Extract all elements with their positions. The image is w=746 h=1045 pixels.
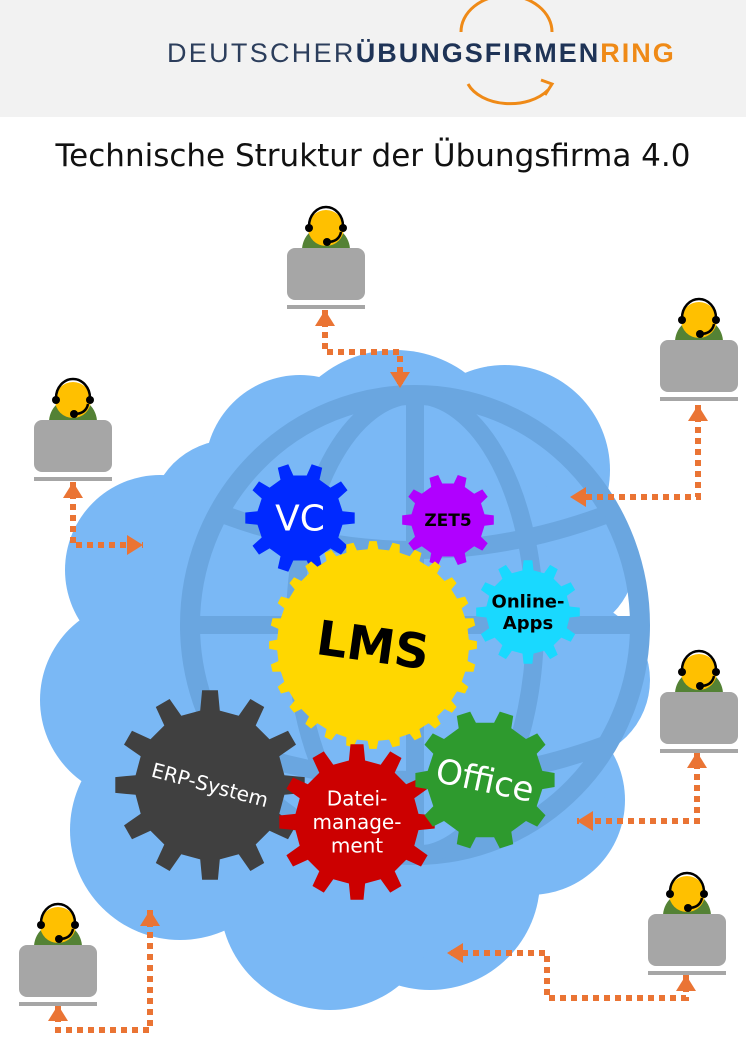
gear-office: Office <box>415 711 555 849</box>
headset-ear-right <box>86 396 94 404</box>
headset-mic-tip <box>323 238 331 246</box>
gear-erp-icon <box>115 690 305 880</box>
laptop-base <box>19 1002 97 1006</box>
laptop-icon <box>660 340 738 392</box>
gear-zet5-label: ZET5 <box>424 511 471 531</box>
arrowhead-icon <box>315 310 335 326</box>
headset-ear-right <box>339 224 347 232</box>
headset-icon <box>54 377 92 399</box>
participant-right-top <box>660 297 738 401</box>
gear-label-line: ZET5 <box>424 511 471 531</box>
headset-ear-left <box>37 921 45 929</box>
participant-right-bottom <box>648 871 726 975</box>
gear-vc-label: VC <box>275 499 325 540</box>
arrowhead-icon <box>48 1005 68 1021</box>
headset-mic-tip <box>684 904 692 912</box>
person-head-icon <box>40 907 76 943</box>
laptop-icon <box>287 248 365 300</box>
gear-online-apps-icon <box>476 560 580 664</box>
logo-ring-icon <box>459 0 555 106</box>
gear-online-apps: Online-Apps <box>476 560 580 664</box>
laptop-icon <box>34 420 112 472</box>
arrowhead-icon <box>140 910 160 926</box>
arrowhead-icon <box>447 943 463 963</box>
arrowhead-icon <box>687 752 707 768</box>
headset-icon <box>307 205 345 227</box>
gear-label-line: Apps <box>503 613 553 634</box>
participant-left-top <box>34 377 112 481</box>
laptop-base <box>648 971 726 975</box>
gear-label-line: manage- <box>313 810 402 834</box>
gear-dateimanagement: Datei-manage-ment <box>279 744 435 900</box>
arrowhead-icon <box>390 372 410 388</box>
gear-dateimanagement-label: Datei-manage-ment <box>313 786 402 857</box>
participant-right-middle <box>660 649 738 753</box>
dotted-connector <box>577 752 700 824</box>
participant-left-bottom <box>19 902 97 1006</box>
headset-mic-tip <box>70 410 78 418</box>
arrowhead-icon <box>577 811 593 831</box>
logo-part-ring: RING <box>600 38 676 68</box>
laptop-base <box>34 477 112 481</box>
gear-office-icon <box>415 711 555 849</box>
arrowhead-icon <box>127 535 143 555</box>
participant-top <box>287 205 365 309</box>
laptop-icon <box>19 945 97 997</box>
gear-dateimanagement-icon <box>279 744 435 900</box>
logo-part-deutscher: DEUTSCHER <box>167 38 356 68</box>
gear-lms-icon <box>269 541 477 749</box>
person-head-icon <box>308 210 344 246</box>
gear-vc-icon <box>245 464 355 572</box>
gear-label-line: Datei- <box>327 786 388 810</box>
gear-label-line: ment <box>331 834 383 858</box>
page-title: Technische Struktur der Übungsfirma 4.0 <box>55 138 691 174</box>
headset-ear-right <box>712 316 720 324</box>
headset-icon <box>39 902 77 924</box>
gear-erp: ERP-System <box>115 690 305 880</box>
headset-mic-tip <box>696 330 704 338</box>
headset-ear-right <box>700 890 708 898</box>
headset-mic-tip <box>55 935 63 943</box>
gear-lms: LMS <box>269 541 477 749</box>
logo-text: DEUTSCHERÜBUNGSFIRMENRING <box>167 38 676 78</box>
gear-label-line: Online- <box>492 592 565 613</box>
gear-zet5-icon <box>402 475 494 565</box>
headset-ear-left <box>666 890 674 898</box>
arrowhead-icon <box>63 482 83 498</box>
arrowhead-icon <box>676 975 696 991</box>
gear-vc: VC <box>245 464 355 572</box>
gear-online-apps-label: Online-Apps <box>492 592 565 634</box>
laptop-base <box>660 749 738 753</box>
headset-ear-right <box>712 668 720 676</box>
headset-icon <box>680 297 718 319</box>
headset-ear-left <box>678 316 686 324</box>
laptop-base <box>287 305 365 309</box>
headset-icon <box>668 871 706 893</box>
headset-ear-left <box>678 668 686 676</box>
logo-part-uebungsfirmen: ÜBUNGSFIRMEN <box>355 38 601 68</box>
header-banner: DEUTSCHERÜBUNGSFIRMENRING <box>0 0 746 117</box>
person-head-icon <box>55 382 91 418</box>
headset-icon <box>680 649 718 671</box>
connection-arrows <box>48 310 708 1033</box>
laptop-icon <box>648 914 726 966</box>
laptop-icon <box>660 692 738 744</box>
gear-zet5: ZET5 <box>402 475 494 565</box>
person-head-icon <box>681 302 717 338</box>
participants <box>19 205 738 1006</box>
gear-label-line: VC <box>275 499 325 540</box>
headset-ear-left <box>305 224 313 232</box>
arrowhead-icon <box>688 405 708 421</box>
headset-ear-left <box>52 396 60 404</box>
person-head-icon <box>681 654 717 690</box>
person-head-icon <box>669 876 705 912</box>
headset-ear-right <box>71 921 79 929</box>
laptop-base <box>660 397 738 401</box>
dotted-connector <box>322 310 403 388</box>
arrowhead-icon <box>570 487 586 507</box>
headset-mic-tip <box>696 682 704 690</box>
dotted-connector <box>570 405 701 500</box>
